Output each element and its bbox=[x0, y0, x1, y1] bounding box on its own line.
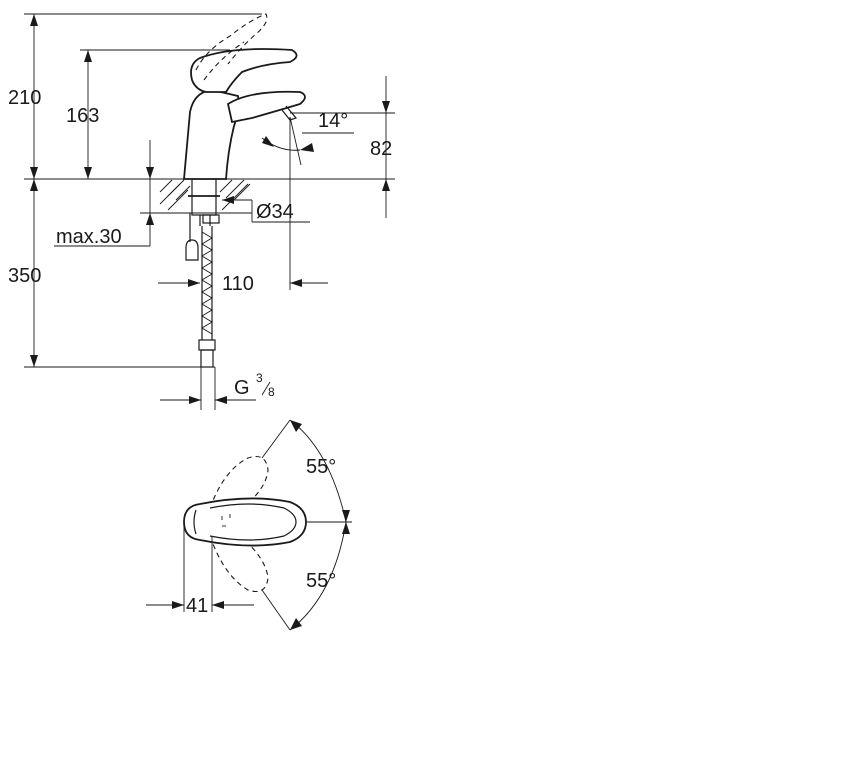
lower-angle-line bbox=[261, 589, 291, 631]
dimension-hose-length: 350 bbox=[8, 179, 41, 367]
label-110: 110 bbox=[222, 273, 254, 295]
dimension-spout-height: 163 bbox=[66, 50, 99, 179]
label-d34: Ø34 bbox=[256, 201, 294, 223]
mounting-shank bbox=[188, 178, 220, 226]
dimension-total-height: 210 bbox=[8, 14, 41, 179]
dimension-handle-angle-lower: 55° bbox=[289, 521, 350, 631]
top-view: 55° 55° bbox=[146, 419, 352, 631]
top-view-body bbox=[183, 497, 307, 547]
dimension-handle-offset: 41 bbox=[146, 522, 254, 617]
dimension-connection: G 3 8 bbox=[160, 371, 275, 404]
lever-handle bbox=[190, 48, 298, 93]
dimension-max-thickness: max.30 bbox=[54, 140, 192, 248]
label-55-upper: 55° bbox=[306, 456, 336, 478]
faucet-body bbox=[183, 89, 306, 180]
label-55-lower: 55° bbox=[306, 570, 336, 592]
dimension-aerator-height: 82 bbox=[290, 76, 395, 218]
flexible-hose bbox=[198, 226, 216, 410]
label-82: 82 bbox=[370, 138, 392, 160]
label-210: 210 bbox=[8, 87, 41, 109]
drain-rod bbox=[185, 213, 199, 261]
label-g-numerator: 3 bbox=[256, 371, 263, 385]
label-14-deg: 14° bbox=[318, 110, 348, 132]
handle-swing-outlines bbox=[209, 455, 269, 593]
side-view: 210 163 350 max.30 bbox=[8, 13, 395, 410]
dimension-spout-angle: 14° bbox=[261, 110, 354, 290]
lever-raised-outline bbox=[195, 13, 268, 81]
countertop-section bbox=[156, 179, 252, 214]
upper-angle-line bbox=[261, 419, 291, 459]
dimension-hole-diameter: Ø34 bbox=[222, 196, 310, 223]
label-max-30: max.30 bbox=[56, 226, 122, 248]
dimension-projection: 110 bbox=[158, 273, 328, 295]
label-350: 350 bbox=[8, 265, 41, 287]
label-g: G bbox=[234, 377, 250, 399]
label-163: 163 bbox=[66, 105, 99, 127]
label-41: 41 bbox=[186, 595, 208, 617]
label-g-denominator: 8 bbox=[268, 385, 275, 399]
dimension-handle-angle-upper: 55° bbox=[289, 419, 350, 523]
